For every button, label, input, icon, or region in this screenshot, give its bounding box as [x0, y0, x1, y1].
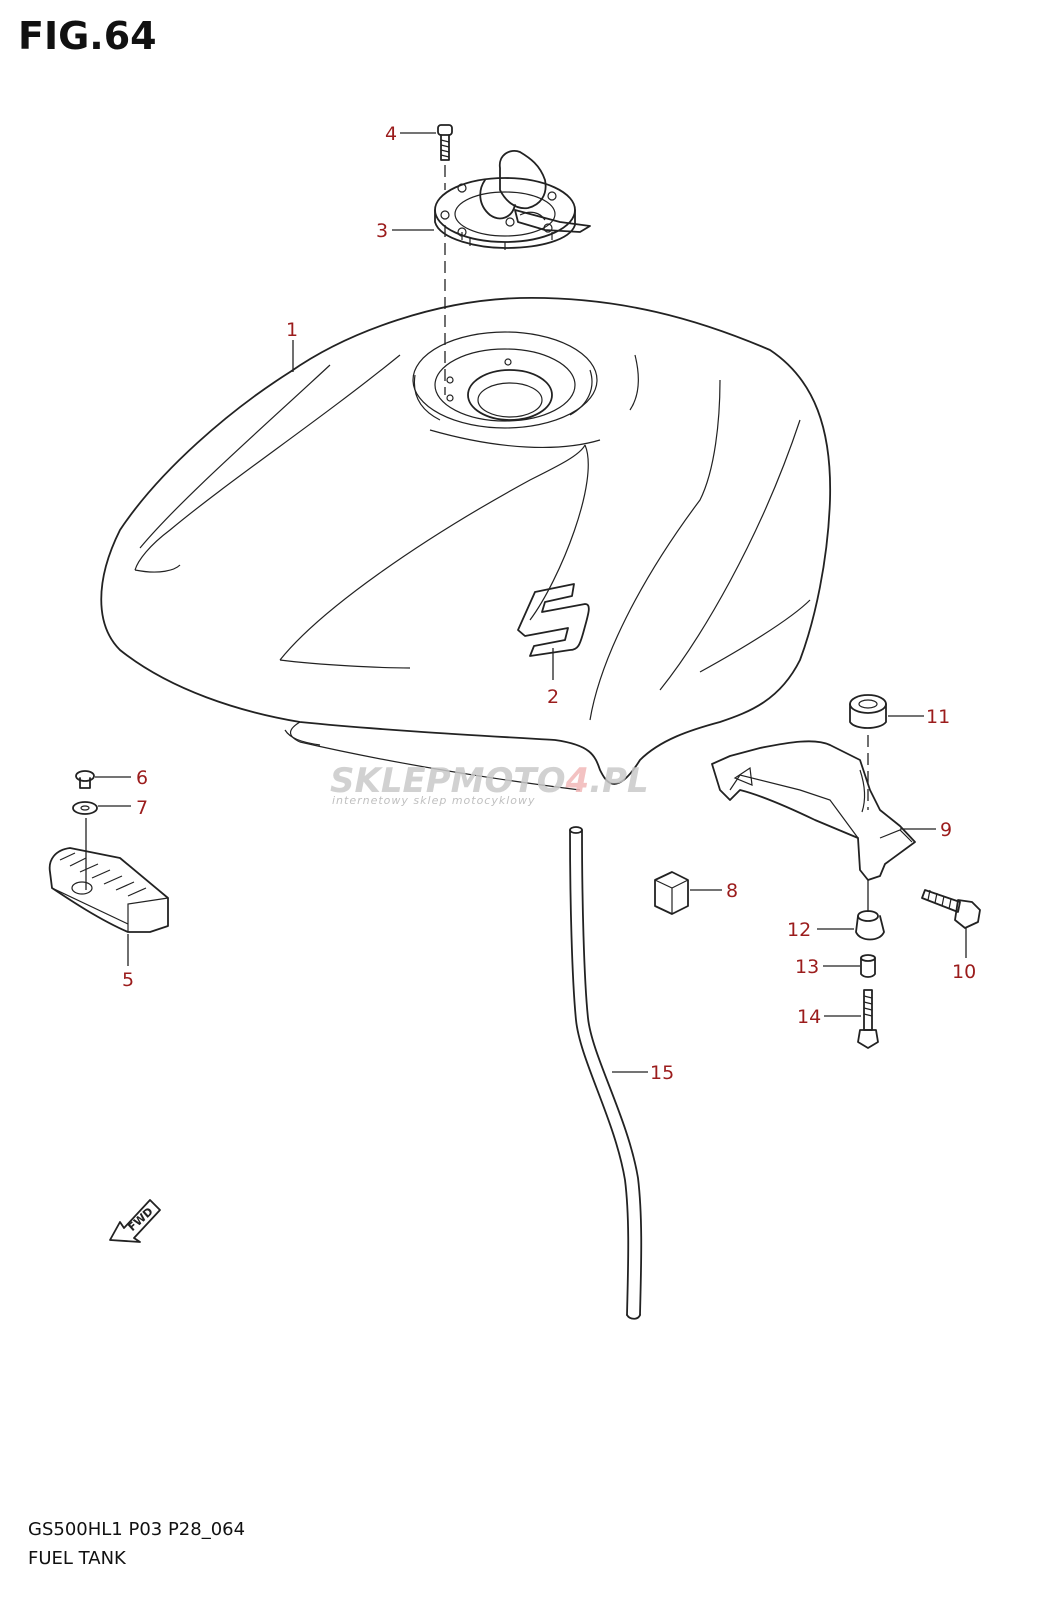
fuel-cap-assembly	[434, 150, 591, 250]
fuel-tank	[100, 297, 832, 791]
callout-8: 8	[726, 880, 738, 902]
watermark-subtitle: internetowy sklep motocyklowy	[332, 794, 536, 807]
figure-title: FIG.64	[18, 14, 157, 58]
callout-11: 11	[926, 706, 950, 728]
tank-bracket	[711, 740, 916, 881]
callout-5: 5	[122, 969, 134, 991]
callout-14: 14	[797, 1006, 821, 1028]
bracket-bolt	[921, 889, 981, 929]
callout-6: 6	[136, 767, 148, 789]
callout-13: 13	[795, 956, 819, 978]
callout-1: 1	[286, 319, 298, 341]
spacer-collar	[860, 954, 876, 978]
watermark-part-b: MOTO	[451, 761, 566, 801]
tank-emblem	[517, 583, 590, 657]
callout-10: 10	[952, 961, 976, 983]
callout-3: 3	[376, 220, 388, 242]
figure-name: FUEL TANK	[28, 1548, 126, 1569]
clip-screw	[75, 770, 95, 789]
drain-hose	[569, 826, 643, 1320]
callout-2: 2	[547, 686, 559, 708]
stud-bolt	[857, 989, 879, 1049]
watermark-part-c: 4	[565, 761, 590, 801]
model-code: GS500HL1 P03 P28_064	[28, 1519, 246, 1540]
callout-12: 12	[787, 919, 811, 941]
callout-7: 7	[136, 797, 148, 819]
callout-15: 15	[650, 1062, 674, 1084]
watermark-part-a: SKLEP	[330, 761, 451, 801]
rubber-mount	[855, 910, 885, 941]
cap-screw	[437, 124, 453, 161]
cushion-block	[654, 871, 689, 915]
svg-text:SKLEPMOTO4.PL: SKLEPMOTO4.PL	[330, 761, 649, 801]
grommet-nut	[849, 694, 887, 729]
watermark-part-d: .PL	[589, 761, 649, 801]
tank-damper-pad	[48, 847, 169, 933]
forward-arrow-icon: FWD	[109, 1199, 161, 1243]
callout-9: 9	[940, 819, 952, 841]
callout-4: 4	[385, 123, 397, 145]
washer	[72, 801, 98, 815]
shop-watermark: SKLEPMOTO4.PL internetowy sklep motocykl…	[330, 761, 649, 807]
